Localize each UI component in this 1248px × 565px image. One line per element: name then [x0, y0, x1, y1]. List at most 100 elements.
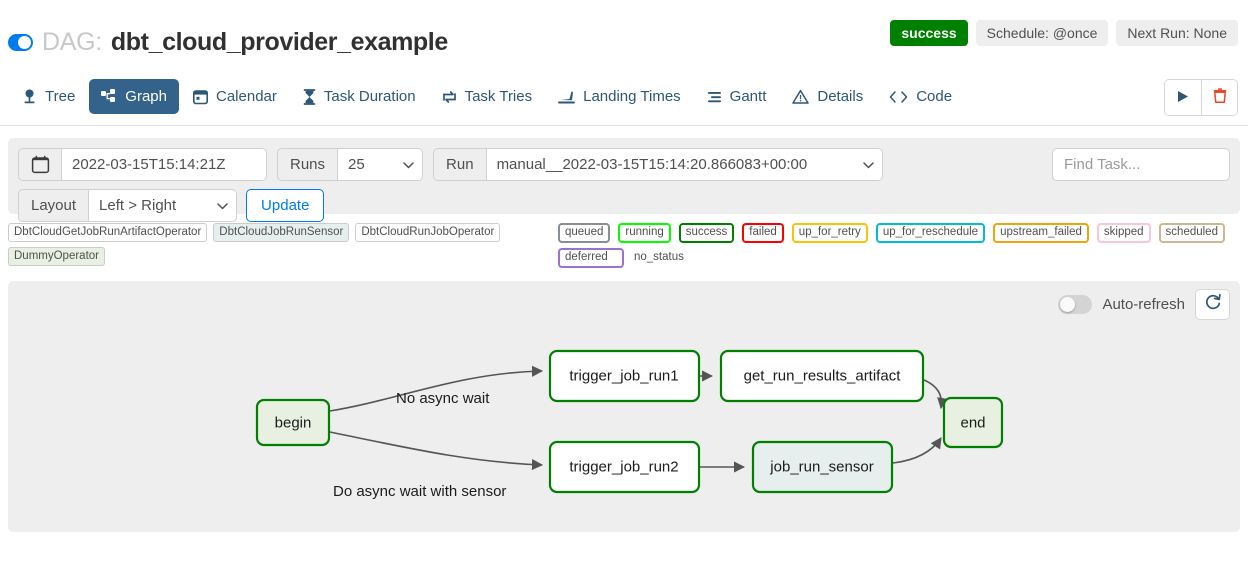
dag-graph[interactable]: No async wait Do async wait with sensor … — [8, 281, 1240, 532]
tab-tree[interactable]: Tree — [10, 79, 87, 114]
delete-dag-button[interactable] — [1201, 80, 1237, 115]
edge-get_run_results_artifact-end — [923, 379, 949, 410]
edge-label: Do async wait with sensor — [333, 483, 506, 500]
tab-label: Landing Times — [583, 88, 681, 105]
tab-label: Gantt — [729, 88, 767, 105]
legends: DbtCloudGetJobRunArtifactOperator DbtClo… — [8, 223, 1240, 273]
gantt-icon — [707, 89, 722, 105]
state-chip-deferred[interactable]: deferred — [558, 247, 624, 268]
runs-label: Runs — [277, 148, 339, 181]
run-label: Run — [433, 148, 487, 181]
runs-select[interactable]: 25 — [338, 148, 424, 181]
layout-select[interactable]: Left > Right — [89, 189, 238, 222]
dag-actions — [1164, 79, 1238, 116]
tab-label: Tree — [45, 88, 76, 105]
tab-label: Calendar — [216, 88, 277, 105]
base-date-input[interactable]: 2022-03-15T15:14:21Z — [62, 148, 267, 181]
graph-node-end[interactable]: end — [942, 396, 1004, 449]
tab-task-tries[interactable]: Task Tries — [430, 79, 545, 114]
refresh-button[interactable] — [1195, 289, 1230, 320]
runs-group: Runs 25 — [277, 148, 424, 181]
graph-node-job_run_sensor[interactable]: job_run_sensor — [751, 440, 894, 494]
runs-value: 25 — [348, 156, 365, 173]
info-triangle-icon — [792, 89, 810, 105]
operator-chip[interactable]: DbtCloudRunJobOperator — [355, 223, 501, 243]
chevron-down-icon — [217, 197, 228, 214]
graph-node-get_run_results_artifact[interactable]: get_run_results_artifact — [719, 349, 925, 403]
tab-landing-times[interactable]: Landing Times — [546, 79, 693, 114]
tab-details[interactable]: Details — [780, 79, 875, 114]
trigger-dag-button[interactable] — [1165, 80, 1201, 115]
run-select[interactable]: manual__2022-03-15T15:14:20.866083+00:00 — [486, 148, 883, 181]
node-label: get_run_results_artifact — [744, 368, 902, 385]
edge-label: No async wait — [396, 390, 490, 407]
graph-node-begin[interactable]: begin — [255, 398, 331, 447]
operator-legend: DbtCloudGetJobRunArtifactOperator DbtClo… — [8, 223, 538, 267]
dag-label: DAG: — [42, 28, 102, 56]
auto-refresh-label: Auto-refresh — [1102, 296, 1185, 313]
node-label: job_run_sensor — [769, 459, 873, 476]
next-run-badge[interactable]: Next Run: None — [1116, 20, 1238, 46]
tab-calendar[interactable]: Calendar — [181, 79, 289, 114]
graph-toolbar: Auto-refresh — [1058, 289, 1230, 320]
operator-chip[interactable]: DbtCloudGetJobRunArtifactOperator — [8, 223, 208, 243]
state-chip-success[interactable]: success — [678, 223, 735, 243]
state-chip-up-for-reschedule[interactable]: up_for_reschedule — [875, 223, 986, 243]
tab-task-duration[interactable]: Task Duration — [291, 79, 428, 114]
trash-icon — [1213, 88, 1227, 107]
find-task-input[interactable]: Find Task... — [1052, 148, 1230, 181]
graph-icon — [101, 88, 117, 105]
run-value: manual__2022-03-15T15:14:20.866083+00:00 — [496, 156, 808, 173]
chevron-down-icon — [862, 156, 874, 173]
state-chip-queued[interactable]: queued — [558, 223, 611, 243]
graph-node-trigger_job_run1[interactable]: trigger_job_run1 — [548, 349, 701, 403]
state-chip-running[interactable]: running — [618, 223, 671, 243]
node-label: trigger_job_run2 — [569, 459, 678, 476]
operator-chip[interactable]: DbtCloudJobRunSensor — [213, 223, 350, 243]
state-chip-skipped[interactable]: skipped — [1096, 223, 1151, 243]
dag-title: DAG: dbt_cloud_provider_example — [8, 28, 448, 57]
retry-icon — [442, 89, 457, 105]
graph-edges — [329, 365, 949, 473]
auto-refresh-toggle[interactable] — [1058, 295, 1093, 314]
tab-label: Details — [817, 88, 864, 105]
edge-job_run_sensor-end — [892, 437, 942, 464]
hourglass-icon — [303, 88, 316, 105]
layout-label: Layout — [18, 189, 90, 222]
tab-label: Graph — [125, 88, 167, 105]
page-header: DAG: dbt_cloud_provider_example success … — [0, 0, 1248, 68]
tab-graph[interactable]: Graph — [89, 79, 179, 114]
graph-canvas[interactable]: Auto-refresh No async — [8, 281, 1240, 532]
update-button[interactable]: Update — [246, 189, 325, 222]
calendar-icon[interactable] — [18, 148, 62, 181]
state-chip-failed[interactable]: failed — [742, 223, 784, 243]
tab-code[interactable]: Code — [877, 79, 964, 114]
base-date-group: 2022-03-15T15:14:21Z — [18, 148, 267, 181]
graph-node-trigger_job_run2[interactable]: trigger_job_run2 — [548, 440, 701, 494]
node-label: trigger_job_run1 — [569, 368, 678, 385]
operator-chip[interactable]: DummyOperator — [8, 247, 105, 267]
landing-icon — [558, 89, 576, 105]
state-chip-upstream-failed[interactable]: upstream_failed — [993, 223, 1089, 243]
play-icon — [1177, 90, 1189, 106]
state-chip-scheduled[interactable]: scheduled — [1158, 223, 1225, 243]
view-tabs: Tree Graph Calendar Task Duration Task T… — [0, 68, 1248, 126]
tree-icon — [22, 89, 37, 105]
graph-edge-labels: No async wait Do async wait with sensor — [333, 390, 506, 500]
tab-gantt[interactable]: Gantt — [695, 79, 779, 114]
node-label: end — [960, 415, 985, 432]
chevron-down-icon — [403, 156, 414, 173]
schedule-badge[interactable]: Schedule: @once — [975, 20, 1109, 46]
tab-label: Task Tries — [464, 88, 533, 105]
state-chip-up-for-retry[interactable]: up_for_retry — [791, 223, 868, 243]
state-chip-no-status[interactable]: no_status — [634, 250, 684, 263]
run-group: Run manual__2022-03-15T15:14:20.866083+0… — [433, 148, 883, 181]
node-label: begin — [275, 415, 312, 432]
header-badges: success Schedule: @once Next Run: None — [890, 20, 1238, 46]
tab-label: Code — [916, 88, 953, 105]
filter-bar: 2022-03-15T15:14:21Z Runs 25 Run manual_… — [8, 138, 1240, 222]
calendar-icon — [193, 89, 208, 105]
dag-pause-toggle[interactable] — [8, 34, 33, 51]
tab-label: Task Duration — [323, 88, 416, 105]
edge-begin-trigger_job_run1 — [329, 365, 544, 412]
